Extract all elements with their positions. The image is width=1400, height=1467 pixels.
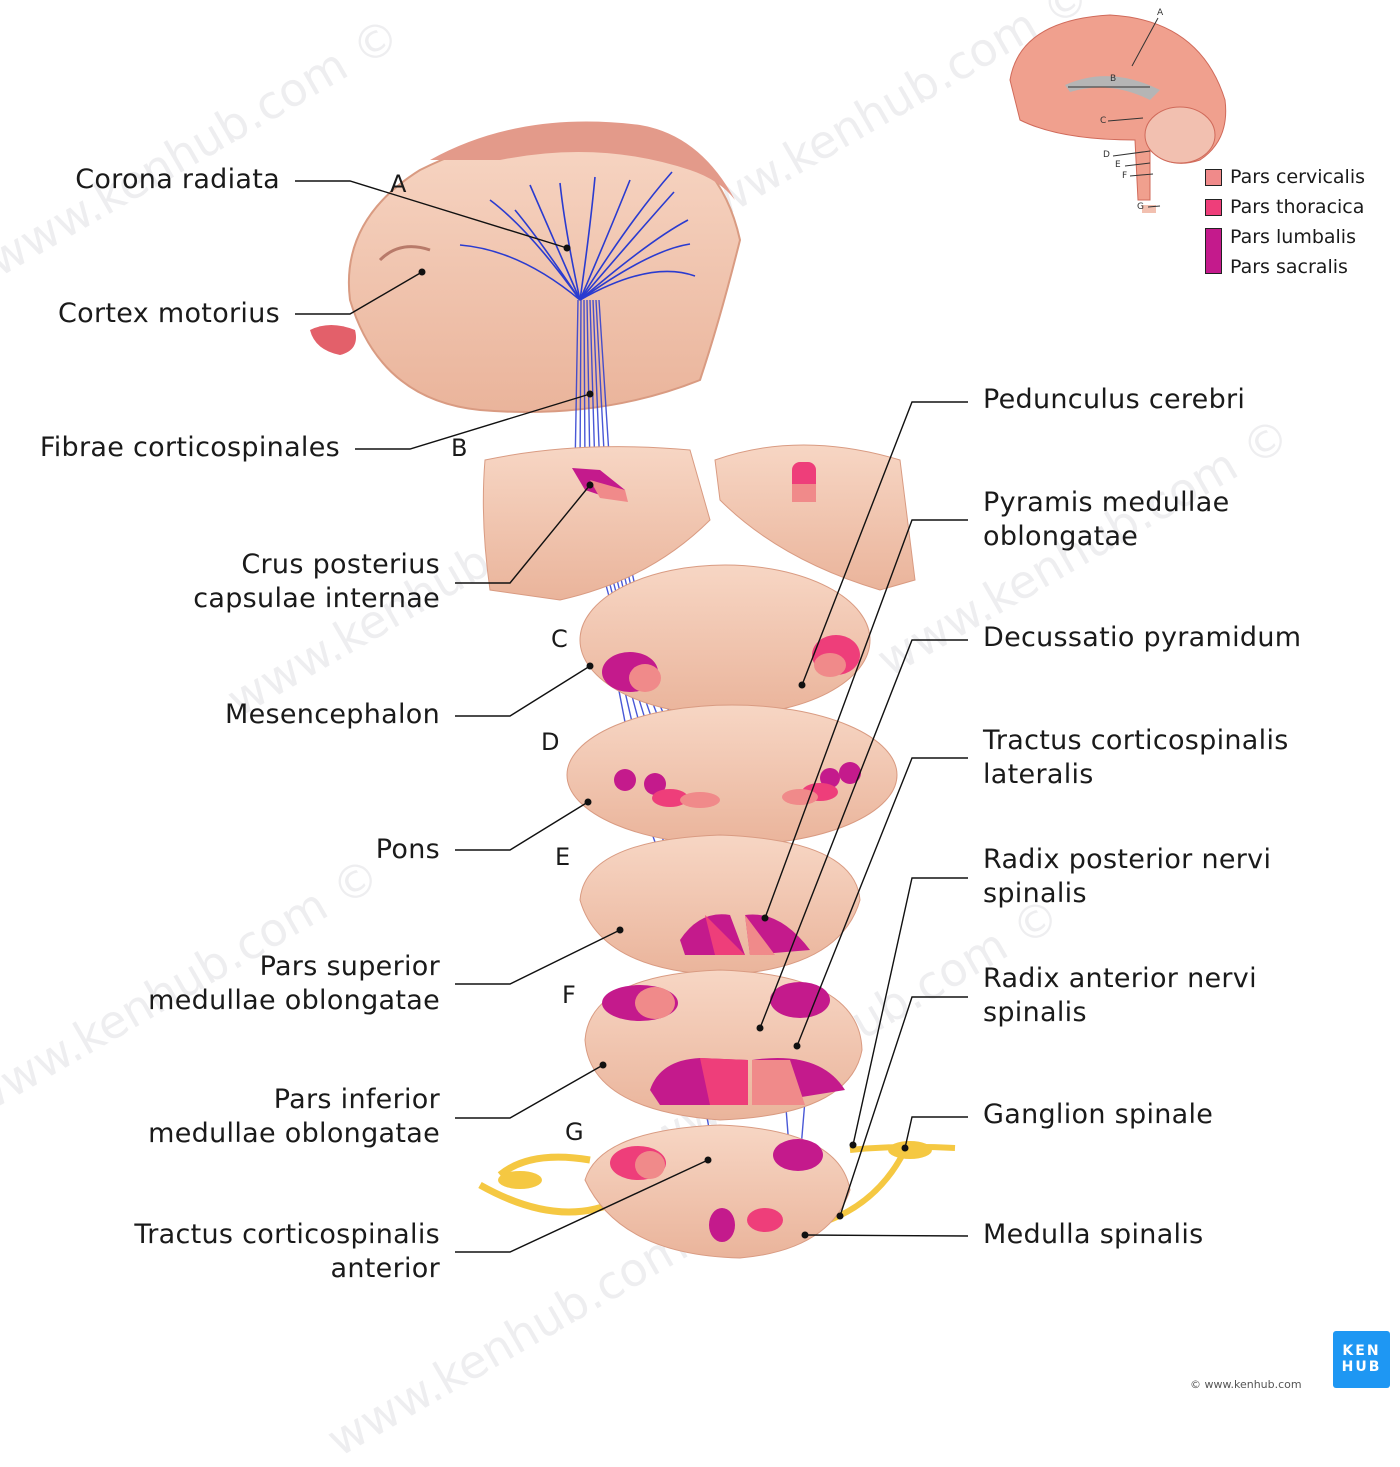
label-ganglion-spinale: Ganglion spinale <box>983 1099 1214 1130</box>
label-medulla-spinalis: Medulla spinalis <box>983 1219 1204 1250</box>
label-fibrae-corticospinales: Fibrae corticospinales <box>39 432 340 463</box>
head-brain-section <box>310 121 742 413</box>
inset-letter: B <box>1110 74 1117 84</box>
label-corona-radiata: Corona radiata <box>75 164 280 195</box>
legend-item-thoracica: Pars thoracica <box>1205 192 1365 222</box>
inset-letter: A <box>1157 8 1164 18</box>
leader-dots <box>418 244 909 1239</box>
slab-upper-medulla <box>579 834 861 976</box>
copyright: © www.kenhub.com <box>1190 1378 1302 1391</box>
inset-letter: G <box>1137 202 1144 212</box>
legend-swatch <box>1205 168 1222 186</box>
slab-mesencephalon <box>579 564 871 716</box>
label-pedunculus-cerebri: Pedunculus cerebri <box>983 384 1246 415</box>
tongue <box>310 325 356 355</box>
leader-lines <box>295 180 969 1253</box>
legend-swatch <box>1205 228 1222 274</box>
inset-letter: D <box>1103 150 1110 160</box>
inset-brain-sagittal <box>1009 14 1227 213</box>
label-decussatio-pyramidum: Decussatio pyramidum <box>983 622 1302 653</box>
slab-lower-medulla <box>584 969 863 1121</box>
section-letter-e: E <box>555 843 571 871</box>
legend-swatch <box>1205 198 1222 216</box>
label-mesencephalon: Mesencephalon <box>225 699 440 730</box>
legend: Pars cervicalis Pars thoracica Pars lumb… <box>1205 162 1365 282</box>
label-pons: Pons <box>375 834 440 865</box>
slab-spinal-cord <box>478 1124 956 1259</box>
section-letter-d: D <box>541 728 560 756</box>
corona-radiata-fibers <box>459 171 696 301</box>
slab-pons <box>566 704 898 846</box>
corticospinal-tract-illustration <box>295 14 1227 1259</box>
section-letter-a: A <box>390 170 407 198</box>
inset-letter: E <box>1115 160 1121 170</box>
section-letter-g: G <box>565 1118 584 1146</box>
section-letter-b: B <box>451 434 468 462</box>
inset-letter: C <box>1100 116 1107 126</box>
inset-letter: F <box>1122 171 1128 181</box>
label-cortex-motorius: Cortex motorius <box>58 298 280 329</box>
legend-item-cervicalis: Pars cervicalis <box>1205 162 1365 192</box>
section-letter-f: F <box>562 981 576 1009</box>
slab-internal-capsule <box>482 444 916 601</box>
section-letter-c: C <box>551 625 568 653</box>
